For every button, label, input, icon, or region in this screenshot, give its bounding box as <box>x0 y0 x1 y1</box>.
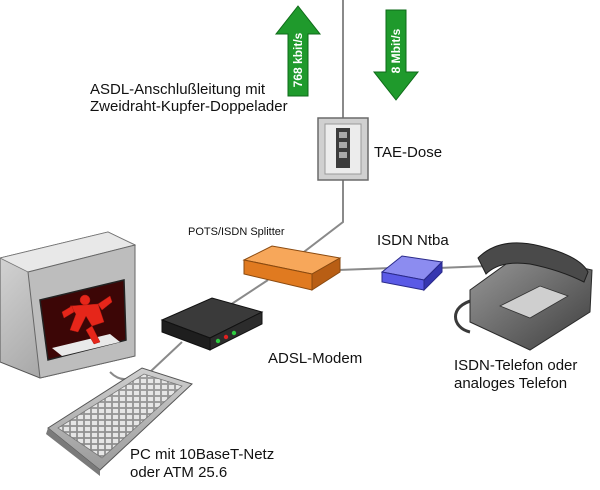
keyboard <box>46 367 193 476</box>
adsl-line-label-2: Zweidraht-Kupfer-Doppelader <box>90 98 288 115</box>
telephone <box>454 242 593 351</box>
modem-label: ADSL-Modem <box>268 350 363 367</box>
phone-keypad <box>499 285 569 319</box>
phone-handset <box>477 242 589 283</box>
tae-socket <box>317 117 369 181</box>
modem-led-red <box>223 334 229 340</box>
pc-label-1: PC mit 10BaseT-Netz <box>130 446 275 463</box>
splitter-to-modem-cable <box>229 279 269 306</box>
modem-led-green-2 <box>231 330 237 336</box>
downstream-rate-label: 8 Mbit/s <box>389 28 403 74</box>
screen-figure <box>61 294 113 345</box>
modem-box <box>160 297 264 351</box>
modem-led-green <box>215 338 221 344</box>
phone-cord <box>454 298 475 334</box>
pc-label-2: oder ATM 25.6 <box>130 464 228 481</box>
phone-label-2: analoges Telefon <box>454 375 568 392</box>
cables <box>109 0 489 381</box>
phone-label-1: ISDN-Telefon oder <box>454 357 578 374</box>
tae-to-splitter-cable <box>295 178 344 259</box>
upstream-arrow <box>274 5 322 97</box>
upstream-rate-label: 768 kbit/s <box>291 32 305 88</box>
splitter-to-ntba-cable <box>337 267 393 271</box>
splitter-label: POTS/ISDN Splitter <box>188 226 285 238</box>
ntba-to-phone-cable <box>437 265 489 269</box>
ntba-label: ISDN Ntba <box>377 232 449 249</box>
modem-to-pc-cable <box>149 341 183 373</box>
splitter-box <box>242 245 342 291</box>
ntba-box <box>380 255 444 292</box>
pc-monitor <box>0 231 137 379</box>
downstream-arrow <box>372 9 420 101</box>
adsl-line-label-1: ASDL-Anschlußleitung mit <box>90 81 266 98</box>
tae-label: TAE-Dose <box>374 144 443 161</box>
